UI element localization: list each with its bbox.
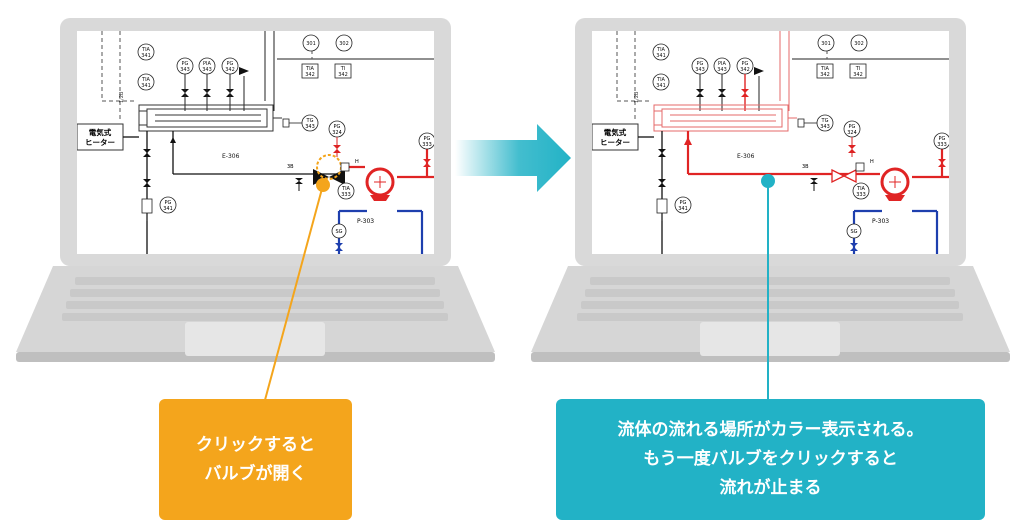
r-instr-pg342-tag: PG	[742, 61, 749, 67]
instr-pg343-num: 343	[180, 67, 190, 73]
screen-right: 1/2B TIA 341 TIA 341 PG 343 PIA 34	[592, 31, 949, 254]
r-instr-pg343-num: 343	[695, 67, 705, 73]
instr-tia341-a-num: 341	[141, 53, 151, 59]
callout-right-line1: 流体の流れる場所がカラー表示される。	[617, 420, 924, 440]
instr-ti342-tag: TI	[340, 66, 346, 72]
laptop-left: 1/2B TIA 341 TIA 341 PG 343 PIA 343 P	[0, 0, 500, 380]
r-instr-pia343-tag: PIA	[718, 61, 726, 67]
diagram-left: 1/2B TIA 341 TIA 341 PG 343 PIA 343 P	[77, 31, 434, 254]
screen-left: 1/2B TIA 341 TIA 341 PG 343 PIA 343 P	[77, 31, 434, 254]
svg-text:H: H	[355, 159, 359, 165]
r-instr-pg342-num: 342	[740, 67, 750, 73]
r-instr-tia341-b-tag: TIA	[656, 77, 666, 83]
instr-tia342-tag: TIA	[305, 66, 315, 72]
pump-p303-r	[880, 167, 910, 201]
r-instr-tia341-a-num: 341	[656, 53, 666, 59]
callout-click-valve: クリックすると バルブが開く	[159, 399, 352, 520]
r-instr-tia333-tag: TIA	[856, 186, 866, 192]
instr-tia341-a-tag: TIA	[141, 47, 151, 53]
instr-tg343-tag: TG	[306, 118, 314, 124]
line-label-half: 1/2B	[119, 91, 125, 103]
callout-right-line3: 流れが止まる	[719, 478, 822, 498]
callout-left-line1: クリックすると	[196, 434, 315, 455]
flow-path-red	[686, 131, 949, 179]
heater-label-r-line1: 電気式	[604, 127, 627, 137]
target-valve-open[interactable]	[831, 168, 857, 184]
heater-label-line1: 電気式	[89, 127, 112, 137]
instr-sg-tag: SG	[335, 229, 342, 235]
instr-302-num: 302	[339, 41, 349, 47]
svg-text:H: H	[870, 159, 874, 165]
instr-tia333-tag: TIA	[341, 186, 351, 192]
instr-tia341-b-num: 341	[141, 83, 151, 89]
instr-pia343-num: 343	[202, 67, 212, 73]
r-instr-tia342-num: 342	[820, 72, 830, 78]
laptop-right: 1/2B TIA 341 TIA 341 PG 343 PIA 34	[515, 0, 1015, 380]
heater-label-r-line2: ヒーター	[600, 137, 630, 147]
r-instr-ti342-tag: TI	[855, 66, 861, 72]
instr-tia333-num: 333	[341, 192, 351, 198]
r-instr-tg343-num: 343	[820, 124, 830, 130]
callout-left-line2: バルブが開く	[204, 463, 307, 484]
instr-pg341-num: 341	[163, 206, 173, 212]
heater-label-line2: ヒーター	[85, 137, 115, 147]
instr-pg333-tag: PG	[424, 136, 431, 142]
r-instr-302-num: 302	[854, 41, 864, 47]
r-instr-tia333-num: 333	[856, 192, 866, 198]
r-instr-pg343-tag: PG	[697, 61, 704, 67]
r-instr-pg333-num: 333	[937, 142, 947, 148]
r-instr-ti342-num: 342	[853, 72, 863, 78]
r-instr-301-num: 301	[821, 41, 831, 47]
r-instr-pg341-num: 341	[678, 206, 688, 212]
instr-pg342-tag: PG	[227, 61, 234, 67]
r-instr-pg341-tag: PG	[680, 200, 687, 206]
instr-pg343-tag: PG	[182, 61, 189, 67]
r-instr-pg333-tag: PG	[939, 136, 946, 142]
transition-arrow	[455, 124, 571, 192]
r-instr-tia341-b-num: 341	[656, 83, 666, 89]
line-label-half-r: 1/2B	[634, 91, 640, 103]
r-instr-pia343-num: 343	[717, 67, 727, 73]
instr-tia341-b-tag: TIA	[141, 77, 151, 83]
callout-flow-display: 流体の流れる場所がカラー表示される。 もう一度バルブをクリックすると 流れが止ま…	[556, 399, 985, 520]
pump-p303	[365, 167, 395, 201]
diagram-right: 1/2B TIA 341 TIA 341 PG 343 PIA 34	[592, 31, 949, 254]
r-instr-pg324-num: 324	[847, 130, 857, 136]
exchanger-label-r: E-306	[737, 153, 755, 160]
pump-label-r: P-303	[872, 218, 889, 225]
instr-pg342-num: 342	[225, 67, 235, 73]
instr-pg324-num: 324	[332, 130, 342, 136]
exchanger-label: E-306	[222, 153, 240, 160]
pump-label: P-303	[357, 218, 374, 225]
r-instr-sg-tag: SG	[850, 229, 857, 235]
instr-pg333-num: 333	[422, 142, 432, 148]
r-instr-tia341-a-tag: TIA	[656, 47, 666, 53]
r-instr-pg324-tag: PG	[849, 124, 856, 130]
line-label-3b: 3B	[287, 164, 294, 170]
instr-ti342-num: 342	[338, 72, 348, 78]
line-label-3b-r: 3B	[802, 164, 809, 170]
r-instr-tg343-tag: TG	[821, 118, 829, 124]
instr-301-num: 301	[306, 41, 316, 47]
instr-tia342-num: 342	[305, 72, 315, 78]
instr-pia343-tag: PIA	[203, 61, 211, 67]
instr-pg341-tag: PG	[165, 200, 172, 206]
r-instr-tia342-tag: TIA	[820, 66, 830, 72]
instr-tg343-num: 343	[305, 124, 315, 130]
callout-right-line2: もう一度バルブをクリックすると	[643, 449, 898, 469]
instr-pg324-tag: PG	[334, 124, 341, 130]
